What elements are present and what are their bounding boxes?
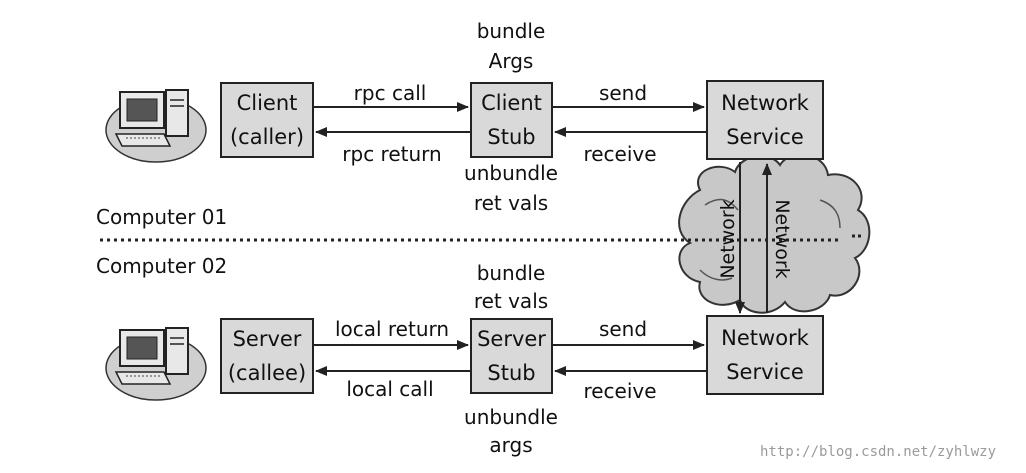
client-stub-line2: Stub bbox=[487, 125, 536, 149]
server-stub-line1: Server bbox=[477, 327, 546, 351]
client-stub-box: Client Stub bbox=[470, 82, 553, 158]
server-stub-top-label-2: ret vals bbox=[473, 289, 549, 313]
local-return-label: local return bbox=[334, 317, 450, 341]
server-box-line1: Server bbox=[232, 327, 302, 351]
server-network-line1: Network bbox=[721, 326, 809, 350]
watermark: http://blog.csdn.net/zyhlwzy bbox=[760, 444, 997, 460]
client-network-line2: Service bbox=[726, 125, 804, 149]
client-network-service-box: Network Service bbox=[706, 80, 824, 160]
computer-icon bbox=[105, 89, 207, 163]
server-stub-bottom-label-2: args bbox=[489, 433, 533, 457]
server-stub-top-label-1: bundle bbox=[476, 261, 546, 285]
computer-icon bbox=[105, 327, 207, 401]
client-receive-label: receive bbox=[583, 142, 657, 166]
client-stub-top-label-1: bundle bbox=[476, 19, 546, 43]
server-stub-line2: Stub bbox=[487, 361, 536, 385]
client-box: Client (caller) bbox=[220, 82, 314, 158]
server-receive-label: receive bbox=[583, 379, 657, 403]
client-box-line2: (caller) bbox=[229, 125, 305, 149]
client-stub-bottom-label-2: ret vals bbox=[473, 191, 549, 215]
network-label-right: Network bbox=[771, 199, 793, 279]
client-box-line1: Client bbox=[236, 91, 298, 115]
server-stub-box: Server Stub bbox=[470, 318, 553, 394]
server-box-line2: (callee) bbox=[227, 361, 307, 385]
client-stub-top-label-2: Args bbox=[488, 49, 534, 73]
server-stub-bottom-label-1: unbundle bbox=[464, 405, 558, 429]
local-call-label: local call bbox=[346, 377, 434, 401]
network-label-left: Network bbox=[717, 199, 739, 279]
computer-01-label: Computer 01 bbox=[96, 205, 228, 229]
client-stub-bottom-label-1: unbundle bbox=[464, 161, 558, 185]
server-network-service-box: Network Service bbox=[706, 315, 824, 395]
client-send-label: send bbox=[598, 81, 648, 105]
server-box: Server (callee) bbox=[220, 318, 314, 394]
server-send-label: send bbox=[598, 317, 648, 341]
computer-02-label: Computer 02 bbox=[96, 254, 228, 278]
server-network-line2: Service bbox=[726, 360, 804, 384]
rpc-return-label: rpc return bbox=[342, 142, 442, 166]
client-network-line1: Network bbox=[721, 91, 809, 115]
rpc-call-label: rpc call bbox=[353, 81, 427, 105]
client-stub-line1: Client bbox=[481, 91, 542, 115]
network-cloud bbox=[678, 153, 871, 314]
